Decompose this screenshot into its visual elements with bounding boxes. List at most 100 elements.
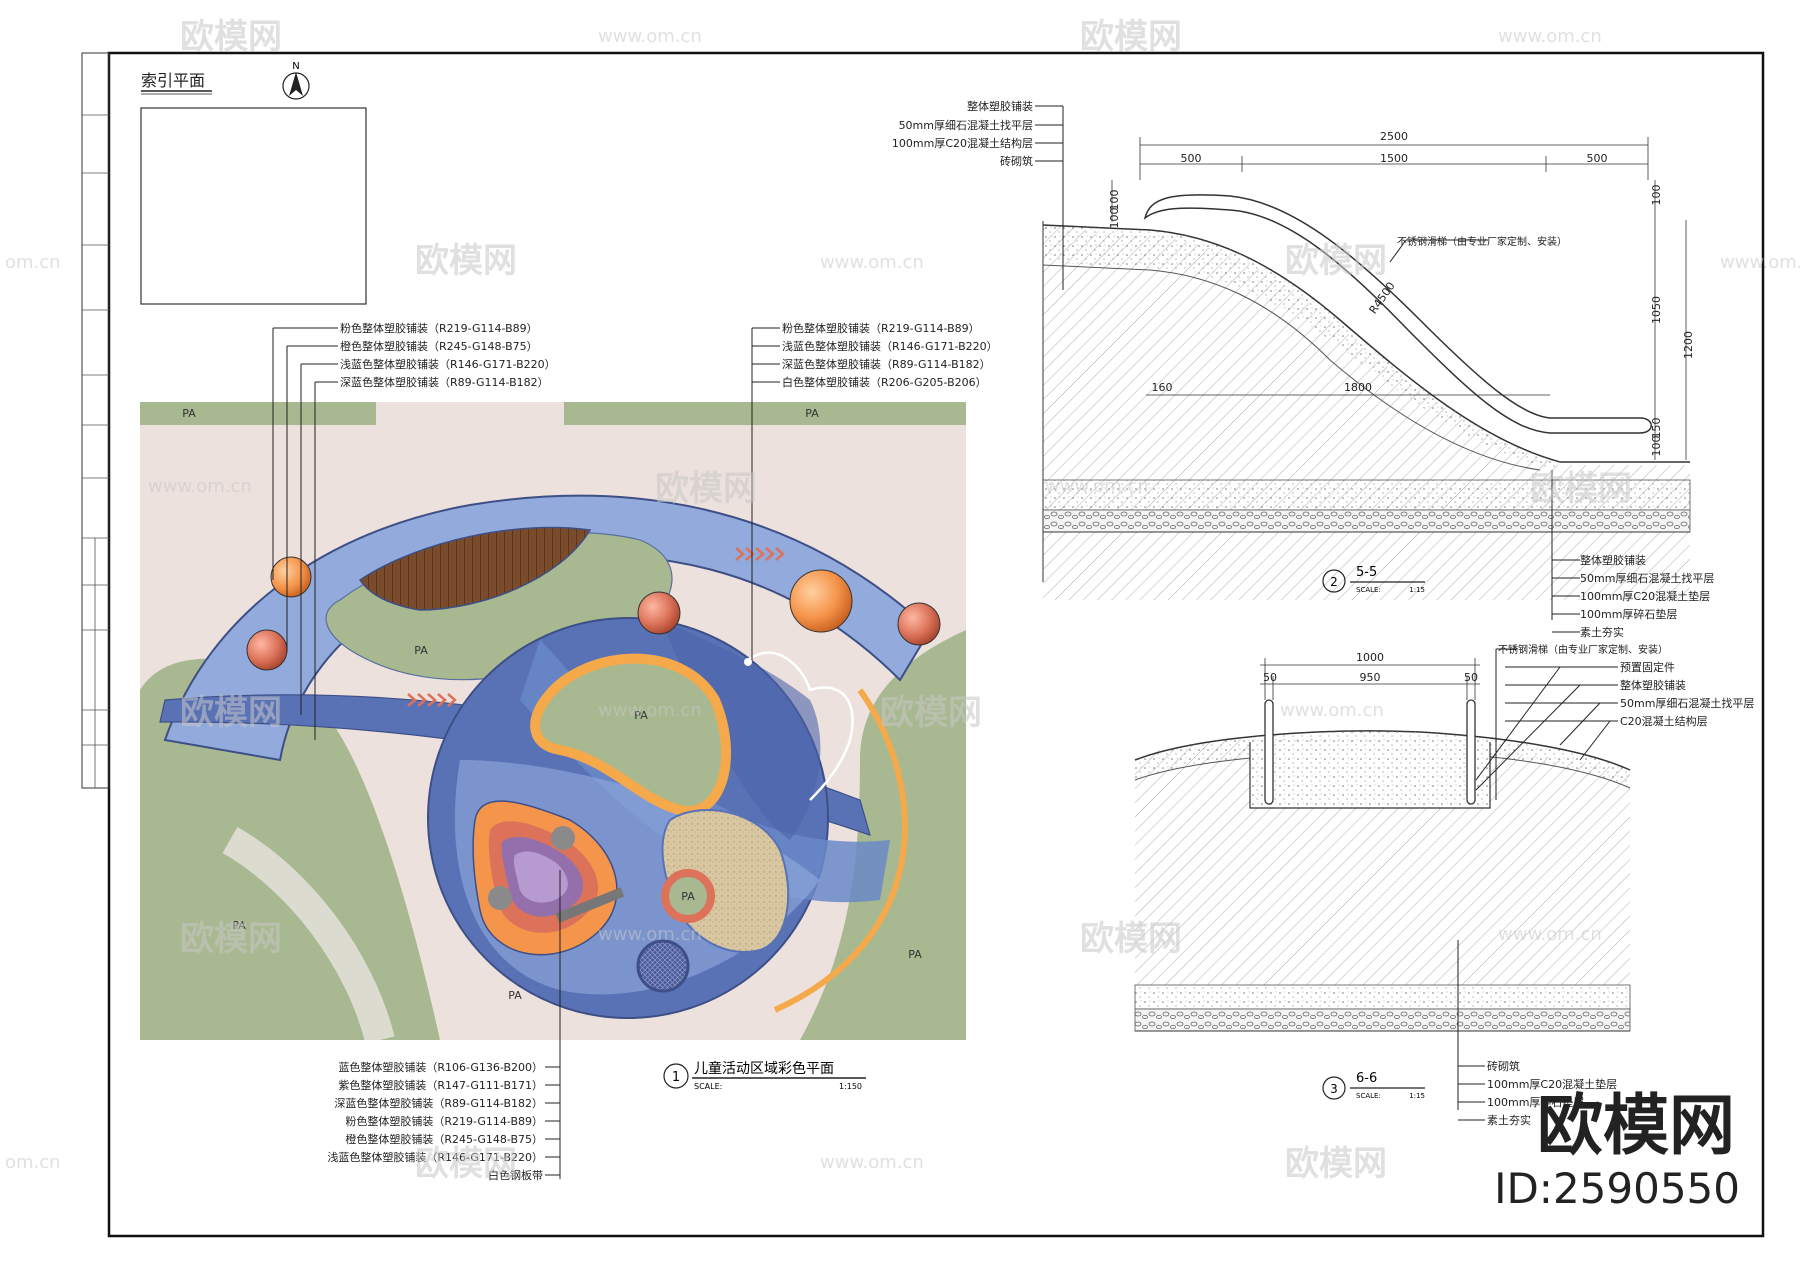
svg-text:500: 500 [1181, 152, 1202, 165]
svg-text:欧模网: 欧模网 [880, 693, 982, 733]
svg-text:950: 950 [1360, 671, 1381, 684]
svg-text:100mm厚C20混凝土垫层: 100mm厚C20混凝土垫层 [1487, 1077, 1617, 1091]
svg-text:SCALE:: SCALE: [1356, 1092, 1381, 1100]
pa-label: PA [508, 989, 522, 1002]
svg-text:欧模网: 欧模网 [1530, 469, 1632, 509]
svg-text:www.om.cn: www.om.cn [598, 924, 702, 945]
plan-callout: 深蓝色整体塑胶铺装（R89-G114-B182） [334, 1096, 543, 1110]
svg-text:2: 2 [1330, 575, 1338, 589]
svg-text:www.om.cn: www.om.cn [1720, 252, 1800, 273]
svg-text:50mm厚细石混凝土找平层: 50mm厚细石混凝土找平层 [899, 118, 1033, 132]
svg-text:om.cn: om.cn [5, 1152, 61, 1173]
watermarks: 欧模网 欧模网 欧模网 欧模网 欧模网 欧模网 欧模网 欧模网 欧模网 欧模网 … [5, 17, 1800, 1213]
svg-text:预置固定件: 预置固定件 [1620, 660, 1675, 674]
plan-callout: 白色钢板带 [488, 1168, 543, 1182]
svg-text:欧模网: 欧模网 [1285, 1144, 1387, 1184]
svg-text:1500: 1500 [1380, 152, 1408, 165]
svg-text:100: 100 [1108, 190, 1121, 211]
index-plan-frame [140, 107, 367, 305]
svg-text:1:15: 1:15 [1409, 586, 1425, 594]
svg-text:3: 3 [1330, 1082, 1338, 1096]
svg-text:欧模网: 欧模网 [1080, 919, 1182, 959]
section-6-6: 1000 950 50 50 不锈钢滑梯（由专业厂家定制、安装） 预置固定件 整… [1134, 643, 1754, 1127]
title-strip-rows [82, 114, 109, 788]
svg-text:100: 100 [1650, 185, 1663, 206]
svg-text:素土夯实: 素土夯实 [1487, 1113, 1531, 1127]
svg-text:素土夯实: 素土夯实 [1580, 625, 1624, 639]
svg-text:砖砌筑: 砖砌筑 [1487, 1059, 1520, 1073]
svg-text:欧模网: 欧模网 [415, 241, 517, 281]
plan-callout: 深蓝色整体塑胶铺装（R89-G114-B182） [782, 357, 991, 371]
svg-text:100mm厚C20混凝土结构层: 100mm厚C20混凝土结构层 [892, 136, 1033, 150]
svg-text:500: 500 [1587, 152, 1608, 165]
svg-text:150: 150 [1650, 418, 1663, 439]
pa-label: PA [414, 644, 428, 657]
svg-text:www.om.cn: www.om.cn [148, 476, 252, 497]
svg-text:www.om.cn: www.om.cn [598, 26, 702, 47]
pa-label: PA [681, 890, 695, 903]
section-5-5: 2500 500 1500 500 160 1800 100 100 100 1… [892, 99, 1715, 639]
plan-callout: 蓝色整体塑胶铺装（R106-G136-B200） [338, 1060, 543, 1074]
svg-text:100mm厚碎石垫层: 100mm厚碎石垫层 [1487, 1095, 1584, 1109]
svg-text:整体塑胶铺装: 整体塑胶铺装 [1580, 553, 1646, 567]
plan-callout: 橙色整体塑胶铺装（R245-G148-B75） [340, 339, 538, 353]
svg-text:儿童活动区域彩色平面: 儿童活动区域彩色平面 [694, 1060, 834, 1077]
pa-label: PA [182, 407, 196, 420]
svg-text:欧模网: 欧模网 [655, 469, 757, 509]
svg-text:100mm厚C20混凝土垫层: 100mm厚C20混凝土垫层 [1580, 589, 1710, 603]
plan-callout: 白色整体塑胶铺装（R206-G205-B206） [782, 375, 987, 389]
pa-label: PA [634, 709, 648, 722]
svg-text:2500: 2500 [1380, 130, 1408, 143]
colored-plan [140, 402, 966, 1040]
svg-text:欧模网: 欧模网 [180, 919, 282, 959]
title-strip [81, 52, 110, 789]
plan-callout-leaders-right [751, 327, 780, 660]
svg-text:50mm厚细石混凝土找平层: 50mm厚细石混凝土找平层 [1580, 571, 1714, 585]
svg-text:www.om.cn: www.om.cn [1498, 924, 1602, 945]
svg-text:om.cn: om.cn [5, 252, 61, 273]
north-label: N [292, 61, 299, 72]
svg-text:www.om.cn: www.om.cn [820, 1152, 924, 1173]
svg-text:1:150: 1:150 [839, 1082, 862, 1091]
svg-text:5-5: 5-5 [1356, 565, 1377, 580]
pa-label: PA [805, 407, 819, 420]
svg-text:50: 50 [1263, 671, 1277, 684]
svg-text:整体塑胶铺装: 整体塑胶铺装 [1620, 678, 1686, 692]
plan-callout: 橙色整体塑胶铺装（R245-G148-B75） [345, 1132, 543, 1146]
svg-text:1200: 1200 [1682, 331, 1695, 359]
plan-callout-leaders-bottom [545, 870, 561, 1179]
plan-callout: 粉色整体塑胶铺装（R219-G114-B89） [340, 321, 538, 335]
plan-callout: 浅蓝色整体塑胶铺装（R146-G171-B220） [340, 357, 556, 371]
svg-text:www.om.cn: www.om.cn [1045, 476, 1149, 497]
svg-text:不锈钢滑梯（由专业厂家定制、安装）: 不锈钢滑梯（由专业厂家定制、安装） [1397, 235, 1567, 248]
pa-label: PA [232, 919, 246, 932]
svg-text:欧模网: 欧模网 [180, 17, 282, 57]
plan-callout-leaders-left [272, 327, 338, 740]
watermark-id: ID:2590550 [1494, 1164, 1740, 1213]
plan-title-block: 1 儿童活动区域彩色平面 SCALE: 1:150 [663, 1060, 866, 1091]
svg-text:www.om.cn: www.om.cn [1498, 26, 1602, 47]
plan-callout: 粉色整体塑胶铺装（R219-G114-B89） [782, 321, 980, 335]
svg-text:SCALE:: SCALE: [1356, 586, 1381, 594]
svg-text:100mm厚碎石垫层: 100mm厚碎石垫层 [1580, 607, 1677, 621]
plan-callout: 紫色整体塑胶铺装（R147-G111-B171） [338, 1078, 543, 1092]
svg-text:www.om.cn: www.om.cn [598, 700, 702, 721]
svg-text:50: 50 [1464, 671, 1478, 684]
svg-text:1050: 1050 [1650, 296, 1663, 324]
svg-text:50mm厚细石混凝土找平层: 50mm厚细石混凝土找平层 [1620, 696, 1754, 710]
svg-text:100: 100 [1650, 436, 1663, 457]
svg-text:欧模网: 欧模网 [180, 693, 282, 733]
svg-text:1800: 1800 [1344, 381, 1372, 394]
plan-callout: 浅蓝色整体塑胶铺装（R146-G171-B220） [782, 339, 998, 353]
plan-callout: 粉色整体塑胶铺装（R219-G114-B89） [345, 1114, 543, 1128]
svg-text:欧模网: 欧模网 [1080, 17, 1182, 57]
svg-text:欧模网: 欧模网 [1285, 241, 1387, 281]
svg-text:1000: 1000 [1356, 651, 1384, 664]
svg-text:www.om.cn: www.om.cn [1280, 700, 1384, 721]
north-arrow-icon [282, 72, 310, 100]
svg-text:欧模网: 欧模网 [415, 1144, 517, 1184]
svg-text:1: 1 [672, 1070, 680, 1085]
pa-label: PA [908, 948, 922, 961]
big-watermark-logo: 欧模网 [1537, 1087, 1735, 1164]
svg-text:整体塑胶铺装: 整体塑胶铺装 [967, 99, 1033, 113]
